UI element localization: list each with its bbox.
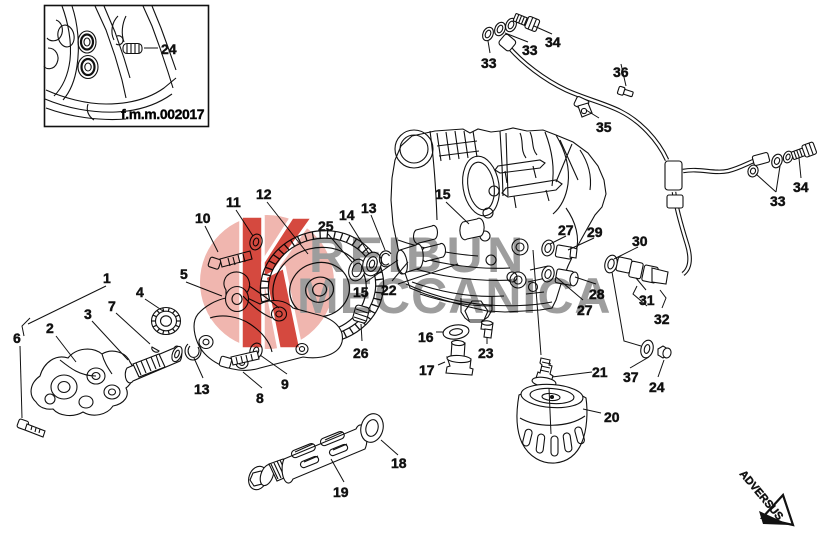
svg-text:34: 34 [545,34,561,50]
svg-text:35: 35 [596,119,612,135]
svg-text:21: 21 [592,364,608,380]
svg-text:24: 24 [649,379,665,395]
svg-text:25: 25 [318,218,334,234]
svg-text:14: 14 [339,207,355,223]
svg-text:28: 28 [589,286,605,302]
svg-text:30: 30 [632,233,648,249]
svg-text:33: 33 [481,55,497,71]
svg-text:33: 33 [770,193,786,209]
svg-text:3: 3 [84,306,92,322]
svg-text:4: 4 [136,284,144,300]
svg-text:15: 15 [435,186,451,202]
svg-text:12: 12 [256,186,272,202]
svg-text:18: 18 [391,455,407,471]
svg-text:22: 22 [381,282,397,298]
svg-text:2: 2 [46,320,54,336]
svg-text:1: 1 [103,270,111,286]
svg-text:32: 32 [654,311,670,327]
svg-text:29: 29 [587,224,603,240]
svg-text:31: 31 [639,292,655,308]
svg-text:5: 5 [180,266,188,282]
svg-text:15: 15 [353,284,369,300]
svg-text:20: 20 [604,409,620,425]
svg-text:34: 34 [793,179,809,195]
svg-text:26: 26 [353,345,369,361]
svg-text:8: 8 [256,390,264,406]
svg-text:9: 9 [281,376,289,392]
svg-text:13: 13 [361,200,377,216]
svg-text:11: 11 [226,194,241,210]
svg-text:27: 27 [558,222,574,238]
svg-text:13: 13 [194,381,210,397]
svg-text:16: 16 [418,329,434,345]
svg-text:19: 19 [333,484,349,500]
svg-text:MECCANICA: MECCANICA [297,268,612,324]
svg-text:7: 7 [108,298,116,314]
svg-text:27: 27 [577,302,593,318]
svg-text:REIBUN: REIBUN [309,227,528,283]
svg-text:33: 33 [522,42,538,58]
svg-text:23: 23 [478,345,494,361]
svg-text:24: 24 [161,41,177,57]
svg-text:f.m.m.002017: f.m.m.002017 [121,106,205,122]
svg-text:6: 6 [13,330,21,346]
svg-text:36: 36 [613,64,629,80]
svg-text:17: 17 [419,362,435,378]
svg-text:10: 10 [195,210,211,226]
svg-text:37: 37 [623,369,639,385]
